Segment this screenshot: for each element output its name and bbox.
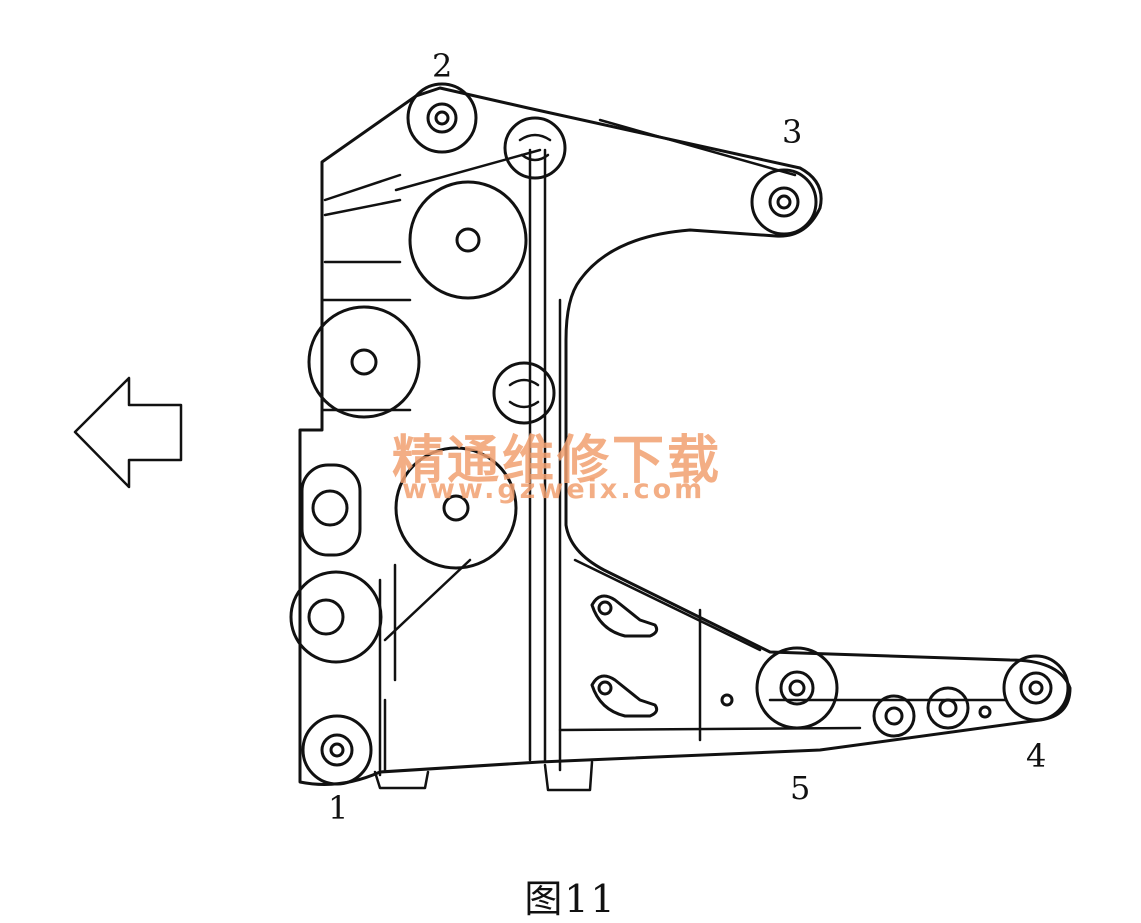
round-pad-left bbox=[307, 305, 421, 419]
round-pad-middle bbox=[394, 446, 518, 570]
mount-point-3 bbox=[750, 168, 818, 236]
small-hole bbox=[720, 693, 734, 707]
lower-arm-small-hole bbox=[978, 705, 992, 719]
left-boss-a bbox=[300, 463, 362, 557]
lower-arm-boss-a bbox=[872, 694, 916, 738]
boss-upper-right bbox=[503, 116, 567, 180]
base-feet bbox=[373, 760, 594, 792]
figure-caption: 图11 bbox=[524, 877, 617, 921]
mount-point-1 bbox=[301, 714, 373, 786]
round-pad-upper bbox=[408, 180, 528, 300]
round-pad-small bbox=[492, 361, 556, 425]
callout-2: 2 bbox=[432, 47, 453, 85]
mount-point-2 bbox=[406, 82, 478, 154]
mount-point-4 bbox=[1002, 654, 1070, 722]
callout-3: 3 bbox=[782, 113, 803, 151]
direction-arrow-icon bbox=[73, 376, 183, 489]
watermark-chinese-text: 精通维修下载 bbox=[392, 431, 723, 491]
lower-arm-boss-b bbox=[926, 686, 970, 730]
slot-upper bbox=[590, 594, 659, 638]
left-boss-b bbox=[289, 570, 383, 664]
slot-lower bbox=[590, 674, 659, 718]
watermark-url: www.gzweix.com bbox=[402, 474, 706, 505]
callout-4: 4 bbox=[1026, 737, 1047, 775]
mount-point-5 bbox=[755, 646, 839, 730]
callout-1: 1 bbox=[328, 789, 349, 827]
callout-5: 5 bbox=[790, 769, 811, 807]
